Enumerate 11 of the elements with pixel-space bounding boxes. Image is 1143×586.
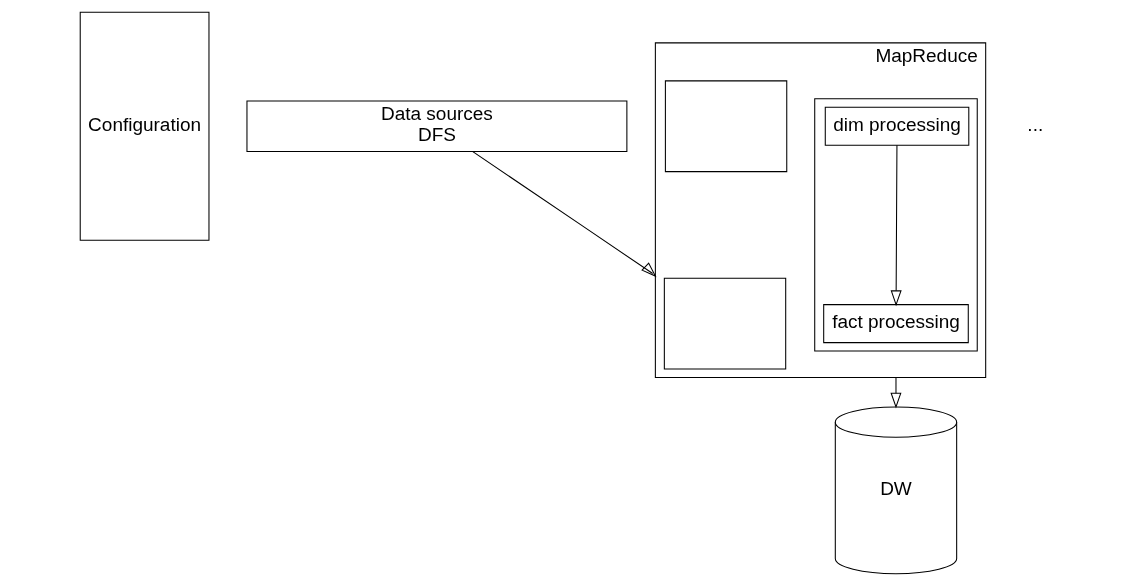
arrow [890, 144, 902, 307]
arrow [889, 376, 902, 409]
node-box: fact processing [822, 304, 969, 344]
node-box: Configuration [79, 11, 209, 241]
label: ... [1026, 113, 1043, 135]
arrow [471, 151, 657, 278]
cluster [813, 98, 978, 352]
node-box: Data sources DFS [245, 100, 627, 153]
node-box: dim processing [824, 106, 969, 146]
node-box [663, 277, 786, 370]
node-box [664, 80, 787, 173]
